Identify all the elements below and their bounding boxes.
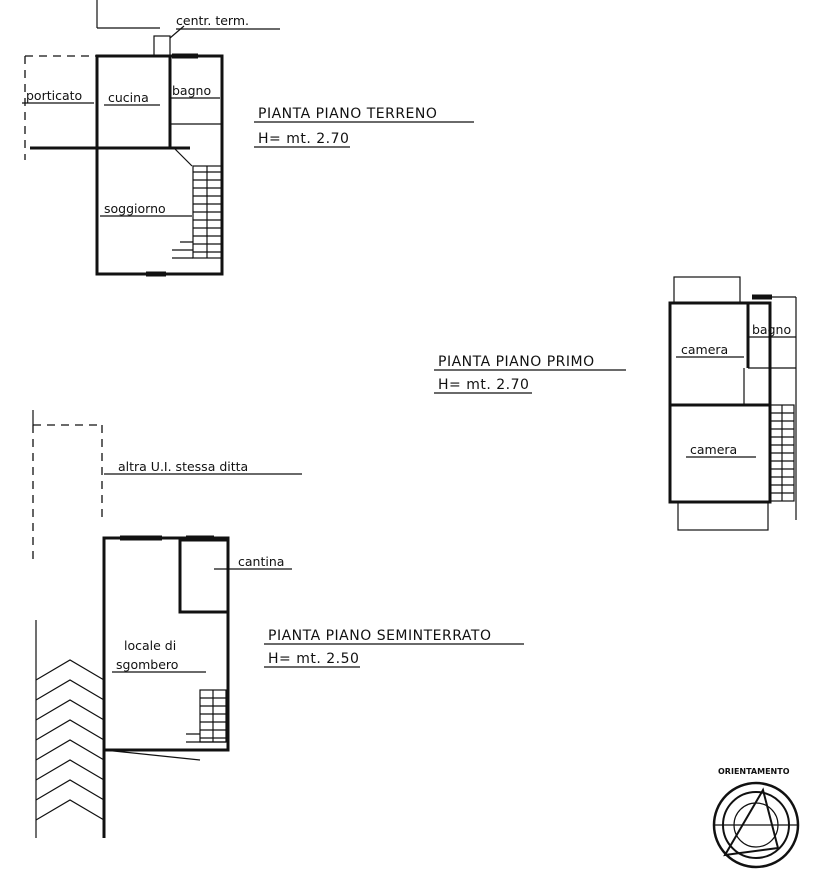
label-camera-2: camera (690, 442, 737, 457)
balcony (673, 276, 741, 304)
label-cucina: cucina (108, 90, 149, 105)
label-sgombero: sgombero (116, 657, 178, 672)
thermal-room-box (153, 35, 171, 57)
compass-needle-icon (723, 787, 780, 857)
first-stair (769, 404, 795, 502)
ground-floor-plan: centr. term. porticato cucina bagno sogg… (22, 0, 474, 277)
ground-height: H= mt. 2.70 (258, 131, 349, 147)
cantina-room (178, 538, 230, 614)
label-cantina: cantina (238, 554, 284, 569)
first-height: H= mt. 2.70 (438, 377, 529, 393)
basement-plan: altra U.I. stessa ditta cantina locale d… (32, 410, 524, 838)
first-exterior-walls (668, 301, 772, 504)
label-bagno-ground: bagno (172, 83, 211, 98)
door-swing (173, 147, 193, 167)
first-title: PIANTA PIANO PRIMO (438, 354, 595, 370)
label-bagno-first: bagno (752, 322, 791, 337)
basement-title: PIANTA PIANO SEMINTERRATO (268, 628, 491, 644)
label-other-unit: altra U.I. stessa ditta (118, 459, 248, 474)
balcony (677, 501, 769, 531)
ground-title: PIANTA PIANO TERRENO (258, 106, 437, 122)
compass-rose: ORIENTAMENTO (712, 767, 800, 869)
basement-stair (186, 689, 227, 743)
thermal-leader-line (169, 25, 185, 39)
basement-height: H= mt. 2.50 (268, 651, 359, 667)
label-locale-di: locale di (124, 638, 176, 653)
label-centr-term: centr. term. (176, 13, 249, 28)
label-camera-1: camera (681, 342, 728, 357)
compass-label: ORIENTAMENTO (718, 767, 790, 776)
access-ramp (35, 620, 201, 838)
label-porticato: porticato (26, 88, 82, 103)
label-soggiorno: soggiorno (104, 201, 166, 216)
ground-stair (172, 165, 223, 259)
first-floor-plan: camera bagno camera PIANTA PIANO PRIMO H… (434, 276, 797, 531)
